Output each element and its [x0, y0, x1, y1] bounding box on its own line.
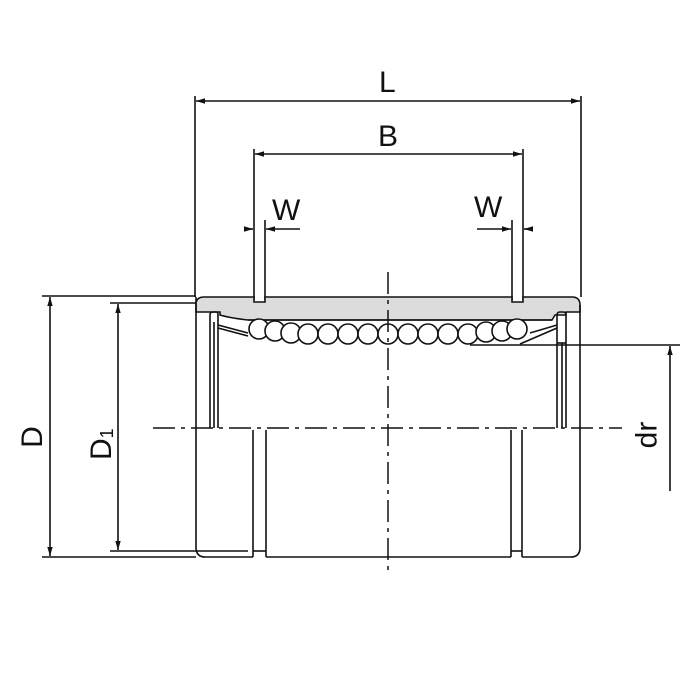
left-retainer-ring [209, 311, 219, 428]
label-B: B [378, 120, 399, 153]
dimension-D1 [110, 302, 196, 552]
label-L: L [379, 66, 396, 99]
dimension-W-right [477, 220, 533, 300]
outer-shell-section [195, 296, 581, 321]
label-W-left: W [272, 194, 301, 227]
label-D1: D1 [85, 420, 118, 460]
label-D1-main: D [85, 438, 118, 460]
center-lines [153, 272, 622, 575]
dimension-L [194, 96, 582, 297]
dimension-B [253, 149, 524, 300]
right-retainer-ring [556, 311, 567, 428]
dimension-D [42, 295, 196, 558]
dimension-W-left [244, 220, 300, 300]
label-W-right: W [474, 191, 503, 224]
label-D1-subscript: 1 [97, 428, 117, 439]
label-dr: dr [630, 421, 664, 449]
bushing-body [148, 297, 581, 558]
label-D: D [15, 426, 49, 448]
